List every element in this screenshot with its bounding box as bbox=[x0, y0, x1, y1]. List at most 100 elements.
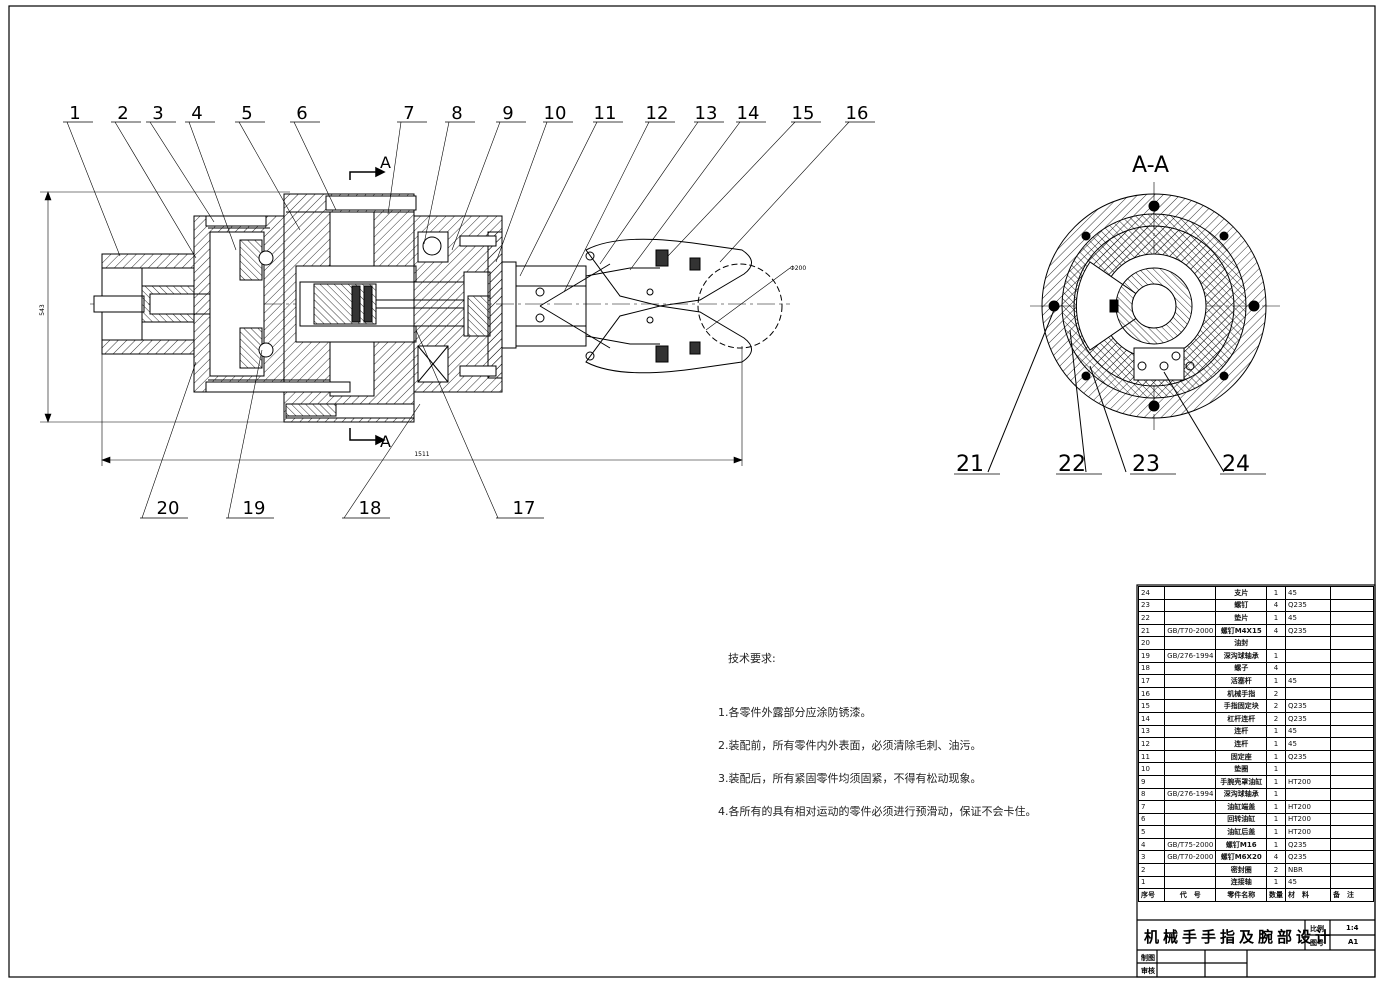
balloon-leader bbox=[599, 121, 699, 265]
bom-cell: Q235 bbox=[1285, 837, 1331, 852]
bom-cell: 深沟球轴承 bbox=[1215, 787, 1267, 802]
bom-cell: 2 bbox=[1266, 699, 1286, 713]
bom-cell: 1 bbox=[1266, 875, 1286, 890]
bom-cell: 4 bbox=[1266, 598, 1286, 613]
bom-cell: 杠杆连杆 bbox=[1215, 711, 1267, 726]
notes-title: 技术要求: bbox=[728, 652, 776, 665]
bom-cell: 15 bbox=[1137, 699, 1166, 713]
bom-cell: 1 bbox=[1266, 837, 1286, 852]
balloon-leader bbox=[667, 121, 796, 257]
bom-cell: 24 bbox=[1137, 586, 1166, 600]
bom-cell: 垫圈 bbox=[1215, 762, 1267, 776]
bom-cell: 螺钉M6X20 bbox=[1215, 850, 1267, 865]
bom-cell: NBR bbox=[1285, 863, 1331, 877]
balloon-leader bbox=[343, 403, 421, 519]
balloon-label: 1 bbox=[69, 103, 80, 124]
bom-cell bbox=[1285, 636, 1331, 650]
bom-cell: 支片 bbox=[1215, 586, 1267, 600]
bom-cell: HT200 bbox=[1285, 812, 1331, 827]
bom-cell: 密封圈 bbox=[1215, 863, 1267, 877]
bom-cell: 1 bbox=[1266, 648, 1286, 663]
bom-cell: 螺钉M16 bbox=[1215, 837, 1267, 852]
balloon-leader bbox=[227, 349, 263, 519]
bom-cell: 45 bbox=[1285, 724, 1331, 739]
section-view bbox=[987, 182, 1280, 473]
bom-cell: 油缸后盖 bbox=[1215, 825, 1267, 839]
balloon-label: 23 bbox=[1132, 452, 1160, 477]
section-title: A-A bbox=[1132, 153, 1169, 178]
bom-cell: 1 bbox=[1266, 611, 1286, 625]
balloon-label: 22 bbox=[1058, 452, 1086, 477]
bom-header-cell: 备 注 bbox=[1329, 888, 1375, 902]
cut-marker-top: A bbox=[380, 153, 391, 172]
note-item: 3.装配后，所有紧固零件均须固紧，不得有松动现象。 bbox=[718, 772, 982, 785]
bom-cell: 7 bbox=[1137, 800, 1166, 814]
bom-cell bbox=[1329, 800, 1375, 814]
balloon-label: 9 bbox=[502, 103, 513, 124]
bom-cell: 连接轴 bbox=[1215, 875, 1267, 890]
bom-cell: Q235 bbox=[1285, 598, 1331, 613]
balloon-leader bbox=[495, 121, 548, 263]
bom-cell bbox=[1164, 686, 1217, 701]
bom-cell bbox=[1164, 586, 1217, 600]
bom-cell: 22 bbox=[1137, 611, 1166, 625]
bom-header-cell: 材 料 bbox=[1285, 888, 1331, 902]
bom-cell: 机械手指 bbox=[1215, 686, 1267, 701]
bom-cell: 45 bbox=[1285, 875, 1331, 890]
bom-cell: GB/276-1994 bbox=[1164, 648, 1217, 663]
bom-cell bbox=[1164, 875, 1217, 890]
bom-cell: GB/T75-2000 bbox=[1164, 837, 1217, 852]
bom-cell: 手指固定块 bbox=[1215, 699, 1267, 713]
balloon-leader bbox=[423, 121, 450, 245]
bom-cell: 4 bbox=[1266, 850, 1286, 865]
note-item: 4.各所有的具有相对运动的零件必须进行预滑动，保证不会卡住。 bbox=[718, 805, 1037, 818]
dim-height: 543 bbox=[39, 304, 46, 316]
bom-cell: Q235 bbox=[1285, 749, 1331, 764]
bom-cell: HT200 bbox=[1285, 825, 1331, 839]
bom-cell bbox=[1329, 674, 1375, 688]
balloon-label: 16 bbox=[846, 103, 869, 124]
bom-cell: 23 bbox=[1137, 598, 1166, 613]
bom-cell bbox=[1329, 623, 1375, 638]
bom-cell bbox=[1164, 749, 1217, 764]
note-item: 2.装配前，所有零件内外表面，必须清除毛刺、油污。 bbox=[718, 739, 982, 752]
dimension-lines bbox=[40, 191, 791, 466]
bom-cell bbox=[1329, 636, 1375, 650]
bom-cell bbox=[1164, 611, 1217, 625]
bom-cell: 11 bbox=[1137, 749, 1166, 764]
bom-cell: 6 bbox=[1137, 812, 1166, 827]
bom-cell bbox=[1329, 661, 1375, 676]
bom-cell: 13 bbox=[1137, 724, 1166, 739]
balloon-label: 10 bbox=[544, 103, 567, 124]
balloon-label: 4 bbox=[191, 103, 202, 124]
balloon-label: 11 bbox=[594, 103, 617, 124]
bom-cell bbox=[1164, 661, 1217, 676]
balloon-leader bbox=[451, 121, 501, 251]
bom-cell: Q235 bbox=[1285, 850, 1331, 865]
bom-cell: 1 bbox=[1266, 825, 1286, 839]
bom-cell bbox=[1164, 598, 1217, 613]
bom-cell: 油缸端盖 bbox=[1215, 800, 1267, 814]
bom-cell: 螺钉 bbox=[1215, 598, 1267, 613]
bom-cell: 3 bbox=[1137, 850, 1166, 865]
bom-header-cell: 序号 bbox=[1137, 888, 1166, 902]
bom-cell: 2 bbox=[1137, 863, 1166, 877]
bom-cell bbox=[1329, 711, 1375, 726]
bom-cell bbox=[1329, 762, 1375, 776]
bom-cell: 2 bbox=[1266, 711, 1286, 726]
